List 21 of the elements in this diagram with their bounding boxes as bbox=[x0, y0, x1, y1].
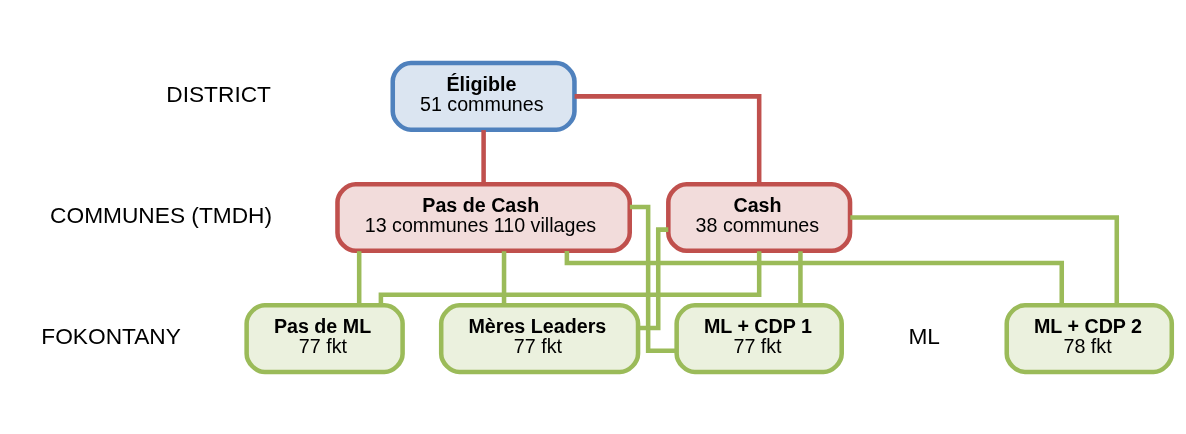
connector bbox=[481, 129, 486, 184]
connector bbox=[850, 214, 1120, 305]
connector bbox=[564, 250, 1064, 305]
node-box: Pas de ML 77 fkt bbox=[244, 302, 405, 374]
connector bbox=[501, 250, 507, 305]
node-box: Cash 38 communes bbox=[666, 181, 853, 253]
connector bbox=[638, 226, 669, 330]
node-box: Éligible 51 communes bbox=[390, 60, 577, 132]
label: FOKONTANY bbox=[41, 322, 181, 349]
node-box: Pas de Cash 13 communes 110 villages bbox=[335, 181, 632, 253]
node-box: Mères Leaders 77 fkt bbox=[438, 302, 641, 374]
connector bbox=[629, 204, 677, 353]
label: COMMUNES (TMDH) bbox=[50, 201, 273, 228]
connector bbox=[798, 250, 803, 305]
connector bbox=[378, 250, 762, 305]
connector bbox=[574, 93, 762, 184]
node-box: ML + CDP 1 77 fkt bbox=[674, 302, 844, 374]
label: DISTRICT bbox=[166, 80, 271, 107]
node-box: ML + CDP 2 78 fkt bbox=[1004, 302, 1175, 374]
connector bbox=[356, 250, 362, 305]
label: ML bbox=[908, 322, 940, 349]
